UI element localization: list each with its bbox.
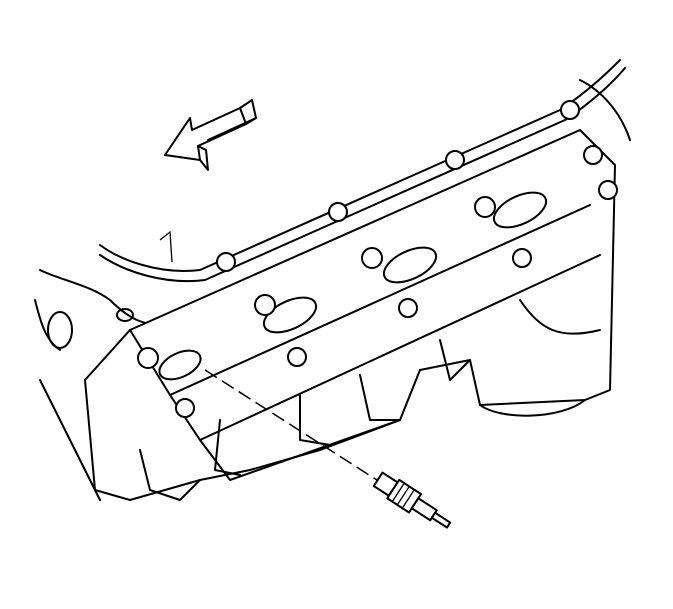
bolt (216, 252, 236, 272)
gasket-outline (34, 59, 631, 501)
head-bolts (137, 100, 618, 369)
bolt (560, 100, 580, 120)
installation-centerline (204, 369, 381, 483)
bolt (361, 247, 383, 269)
bolt (598, 180, 618, 200)
bolt (474, 196, 496, 218)
bolt (445, 150, 465, 170)
bolt (583, 145, 603, 165)
spark-plug-icon (372, 471, 452, 529)
spark-plug-holes (175, 248, 532, 418)
bolt (328, 202, 348, 222)
direction-arrow-icon (164, 99, 257, 171)
cylinder-head (84, 129, 616, 501)
bolt (254, 294, 276, 316)
bolt (137, 347, 159, 369)
